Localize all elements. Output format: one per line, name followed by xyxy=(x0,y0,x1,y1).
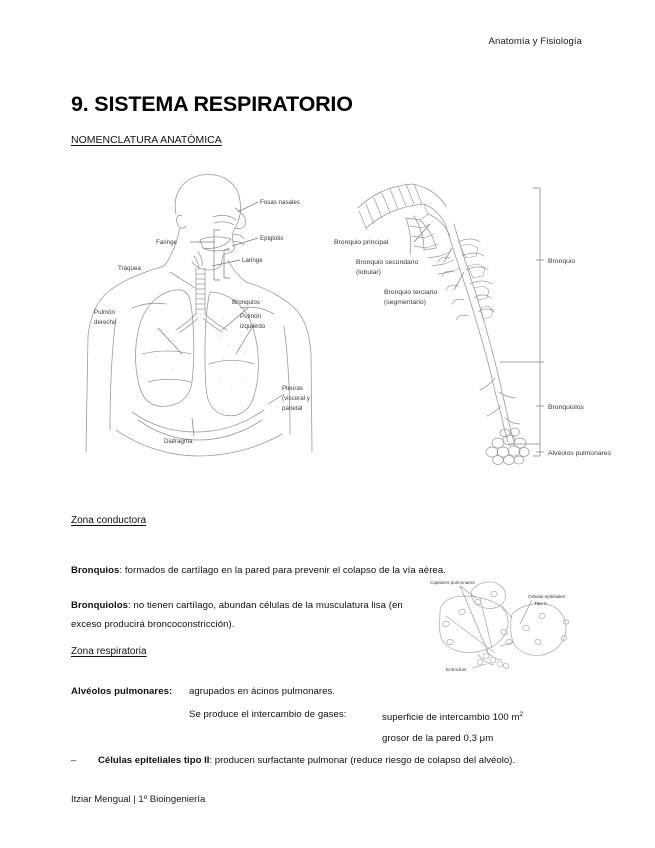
label-pulmon-izquierdo-line2: izquierdo xyxy=(240,323,266,330)
label-bronquio-terciario-line2: (segmentario) xyxy=(384,299,426,306)
label-faringe: Faringe xyxy=(156,239,178,246)
label-eritrocitos: Eritrocitos xyxy=(446,667,467,672)
bullet-dash-icon: – xyxy=(71,755,77,766)
figure-respiratory-torso: Fosas nasales Faringe Epiglotis Laringe … xyxy=(72,168,322,460)
section-heading-zona-respiratoria: Zona respiratoria xyxy=(71,646,147,657)
term-bronquios: Bronquios xyxy=(71,564,120,576)
alveolos-line-acinos: agrupados en ácinos pulmonares. xyxy=(189,686,336,697)
label-bronquio-secundario-line1: Bronquio secundario xyxy=(356,259,419,266)
figure-alveolar-capillary: Capilares pulmonares Células epiteliales… xyxy=(416,572,614,672)
label-pulmon-izquierdo-line1: Pulmón xyxy=(240,313,262,320)
page-title: 9. SISTEMA RESPIRATORIO xyxy=(71,92,353,117)
label-alveolos-pulmonares: Alvéolos pulmonares xyxy=(548,450,612,457)
label-epiglotis: Epiglotis xyxy=(260,235,283,242)
bullet-term: Células epiteliales tipo II xyxy=(98,755,210,766)
page-footer-author: Itziar Mengual | 1º Bioingeniería xyxy=(71,794,206,805)
bullet-celulas-tipo-ii: – Células epiteliales tipo II: producen … xyxy=(71,753,591,769)
label-celulas-epiteliales-line2: Tipo II xyxy=(534,601,547,606)
alveolos-line-superficie: superficie de intercambio 100 m2 xyxy=(382,705,523,727)
paragraph-bronquiolos: Bronquiolos: no tienen cartílago, abunda… xyxy=(71,596,421,634)
term-alveolos-pulmonares: Alvéolos pulmonares: xyxy=(71,682,172,701)
section-heading-zona-conductora: Zona conductora xyxy=(71,515,147,526)
label-pleuras-line3: parietal xyxy=(282,405,302,412)
figure-bronchial-tree: Bronquio principal Bronquio secundario (… xyxy=(328,166,646,466)
label-bronquio-principal: Bronquio principal xyxy=(334,239,389,246)
alveolos-superficie-text: superficie de intercambio 100 m xyxy=(382,712,520,724)
alveolos-superficie-exponent: 2 xyxy=(519,711,524,718)
paragraph-bronquios-text: : formados de cartílago en la pared para… xyxy=(119,564,446,576)
label-laringe: Laringe xyxy=(242,257,263,264)
label-bronquios: Bronquios xyxy=(232,299,260,306)
label-capilares-pulmonares: Capilares pulmonares xyxy=(430,580,475,585)
page-header-course: Anatomía y Fisiología xyxy=(488,36,582,47)
label-bronquio-terciario-line1: Bronquio terciario xyxy=(384,289,437,296)
paragraph-bronquiolos-text: : no tienen cartílago, abundan células d… xyxy=(71,599,403,630)
label-fosas-nasales: Fosas nasales xyxy=(260,199,300,206)
label-diafragma: Diafragma xyxy=(164,438,193,445)
section-heading-nomenclatura: NOMENCLATURA ANATÓMICA xyxy=(71,134,222,146)
paragraph-bronquios: Bronquios: formados de cartílago en la p… xyxy=(71,561,541,580)
alveolos-line-grosor: grosor de la pared 0,3 μm xyxy=(382,733,494,744)
label-bronquio-secundario-line2: (lobular) xyxy=(356,269,381,276)
label-pulmon-derecho-line2: derecho xyxy=(94,319,117,326)
label-pleuras-line2: (visceral y xyxy=(282,395,311,402)
label-bronquio: Bronquio xyxy=(548,258,575,265)
label-celulas-epiteliales-line1: Células epiteliales xyxy=(528,594,566,599)
bullet-content: Células epiteliales tipo II: producen su… xyxy=(71,753,591,769)
term-bronquiolos: Bronquiolos xyxy=(71,599,129,611)
bullet-text: : producen surfactante pulmonar (reduce … xyxy=(209,755,516,766)
label-bronquiolos: Bronquiolos xyxy=(548,404,584,411)
label-traquea: Tráquea xyxy=(118,265,141,272)
label-pleuras-line1: Pleuras xyxy=(282,385,303,392)
label-pulmon-derecho-line1: Pulmón xyxy=(94,309,116,316)
alveolos-line-intercambio: Se produce el intercambio de gases: xyxy=(189,709,347,720)
term-alveolos-pulmonares-text: Alvéolos pulmonares: xyxy=(71,686,173,697)
